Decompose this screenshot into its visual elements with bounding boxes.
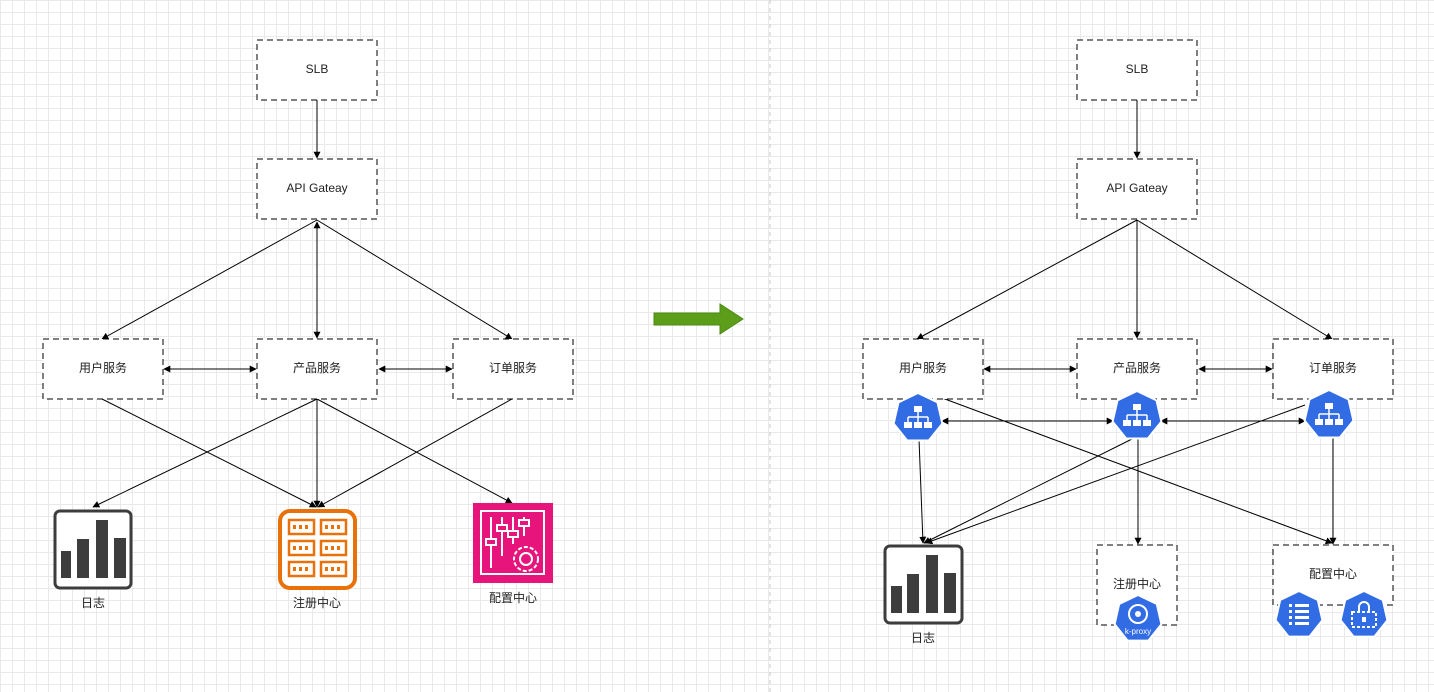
right-arrow-icon — [653, 303, 744, 335]
left-log-label: 日志 — [81, 596, 105, 610]
right-order-service-label: 订单服务 — [1309, 360, 1357, 375]
right-gateway-label: API Gateay — [1106, 181, 1167, 195]
left-registry-label: 注册中心 — [293, 595, 341, 610]
right-user-service-box[interactable]: 用户服务 — [862, 338, 984, 400]
left-config-label: 配置中心 — [489, 590, 537, 605]
k8s-service-icon[interactable] — [1303, 388, 1355, 439]
right-log-label: 日志 — [911, 631, 935, 645]
right-user-service-label: 用户服务 — [899, 360, 947, 375]
right-diagram: SLB API Gateay 用户服务 产品服务 订单服务 — [862, 39, 1394, 645]
k8s-service-icon[interactable] — [1111, 389, 1163, 440]
left-user-service-box[interactable]: 用户服务 — [42, 338, 164, 400]
right-gateway-box[interactable]: API Gateay — [1076, 158, 1198, 220]
kproxy-badge-label: k-proxy — [1125, 627, 1151, 636]
k8s-kproxy-icon[interactable]: k-proxy — [1113, 593, 1163, 642]
left-gateway-box[interactable]: API Gateay — [256, 158, 378, 220]
right-slb-box[interactable]: SLB — [1076, 39, 1198, 101]
edge-gateway-user — [101, 219, 318, 340]
edge-r-user-config — [917, 388, 1333, 545]
edge-r-svc-order-log — [925, 404, 1306, 545]
config-sliders-icon[interactable] — [473, 503, 553, 583]
k8s-secret-icon[interactable] — [1339, 589, 1389, 638]
edge-r-gateway-order — [1136, 219, 1333, 340]
k8s-service-icon[interactable] — [892, 391, 944, 442]
right-edges — [916, 100, 1337, 545]
bar-chart-icon[interactable] — [53, 509, 133, 590]
edge-product-log — [92, 398, 318, 508]
left-user-service-label: 用户服务 — [79, 360, 127, 375]
bar-chart-icon[interactable] — [883, 544, 964, 625]
right-registry-label: 注册中心 — [1113, 576, 1161, 591]
left-edges — [92, 100, 513, 508]
left-product-service-box[interactable]: 产品服务 — [256, 338, 378, 400]
left-gateway-label: API Gateay — [286, 181, 347, 195]
right-order-service-box[interactable]: 订单服务 — [1272, 338, 1394, 400]
edge-r-gateway-user — [916, 219, 1138, 340]
left-order-service-label: 订单服务 — [489, 360, 537, 375]
edge-order-registry — [317, 398, 513, 508]
right-config-label: 配置中心 — [1309, 566, 1357, 581]
left-diagram: SLB API Gateay 用户服务 产品服务 订单服务 日志 — [42, 39, 574, 610]
right-product-service-box[interactable]: 产品服务 — [1076, 338, 1198, 400]
left-order-service-box[interactable]: 订单服务 — [452, 338, 574, 400]
left-product-service-label: 产品服务 — [293, 360, 341, 375]
left-slb-label: SLB — [306, 62, 329, 76]
edge-r-svc-user-log — [918, 438, 927, 544]
right-slb-label: SLB — [1126, 62, 1149, 76]
right-product-service-label: 产品服务 — [1113, 360, 1161, 375]
edge-user-registry — [101, 398, 317, 508]
k8s-configmap-icon[interactable] — [1274, 589, 1324, 638]
edge-gateway-order — [316, 219, 513, 340]
edge-r-svc-product-log — [923, 435, 1139, 544]
registry-grid-icon[interactable] — [278, 509, 357, 590]
left-slb-box[interactable]: SLB — [256, 39, 378, 101]
edge-product-config — [316, 398, 513, 504]
